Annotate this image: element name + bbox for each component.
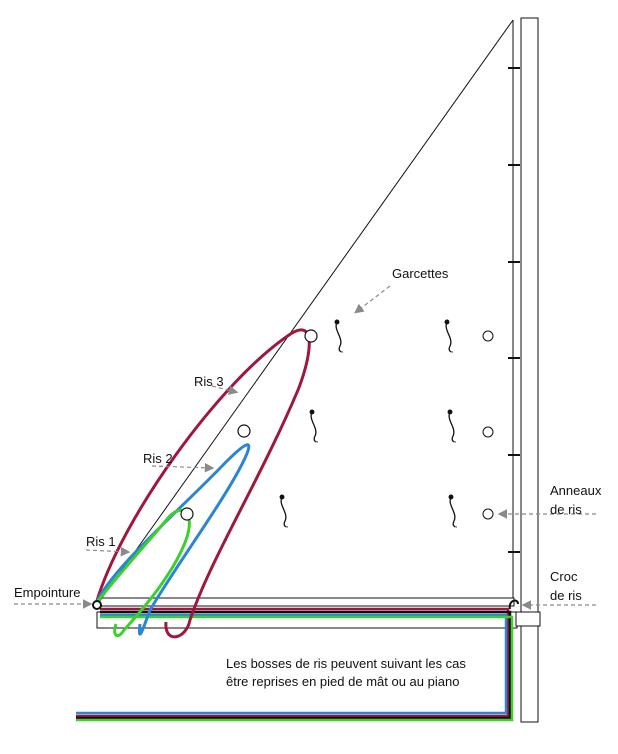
label-croc-line2: de ris bbox=[550, 588, 582, 603]
mast-track-ticks bbox=[508, 67, 520, 553]
reef-cringle-2 bbox=[237, 424, 251, 438]
note-line2: être reprises en pied de mât ou au piano bbox=[226, 674, 460, 689]
label-empointure: Empointure bbox=[14, 585, 81, 600]
label-anneaux-line1: Anneaux bbox=[550, 483, 602, 498]
reef-lines-boom bbox=[76, 607, 514, 722]
arrow-ris2 bbox=[151, 462, 215, 473]
reef-ties bbox=[279, 319, 457, 528]
reef-cringle-3 bbox=[304, 329, 318, 343]
label-anneaux-de-ris: Anneaux de ris bbox=[550, 481, 601, 519]
boom bbox=[96, 597, 515, 607]
gooseneck bbox=[515, 611, 541, 627]
tack-point bbox=[92, 600, 102, 610]
note-line1: Les bosses de ris peuvent suivant les ca… bbox=[226, 656, 466, 671]
reefing-hook bbox=[508, 599, 519, 610]
label-ris-3: Ris 3 bbox=[194, 374, 224, 389]
pointer-arrows bbox=[14, 285, 596, 610]
reef-line-3 bbox=[94, 328, 311, 639]
label-croc-de-ris: Croc de ris bbox=[550, 567, 582, 605]
sail-leech bbox=[96, 19, 514, 606]
reef-cringle-1 bbox=[180, 507, 194, 521]
mast bbox=[520, 17, 539, 723]
arrow-garcettes bbox=[354, 285, 391, 314]
note-text: Les bosses de ris peuvent suivant les ca… bbox=[226, 655, 466, 691]
label-croc-line1: Croc bbox=[550, 569, 578, 584]
label-garcettes: Garcettes bbox=[392, 266, 449, 281]
label-ris-2: Ris 2 bbox=[143, 451, 173, 466]
reef-ring-3 bbox=[482, 330, 494, 342]
reef-ring-2 bbox=[482, 426, 494, 438]
label-anneaux-line2: de ris bbox=[550, 502, 582, 517]
reef-ring-1 bbox=[482, 508, 494, 520]
label-ris-1: Ris 1 bbox=[86, 534, 116, 549]
reef-line-1 bbox=[94, 508, 191, 638]
arrow-ris1 bbox=[85, 546, 131, 557]
